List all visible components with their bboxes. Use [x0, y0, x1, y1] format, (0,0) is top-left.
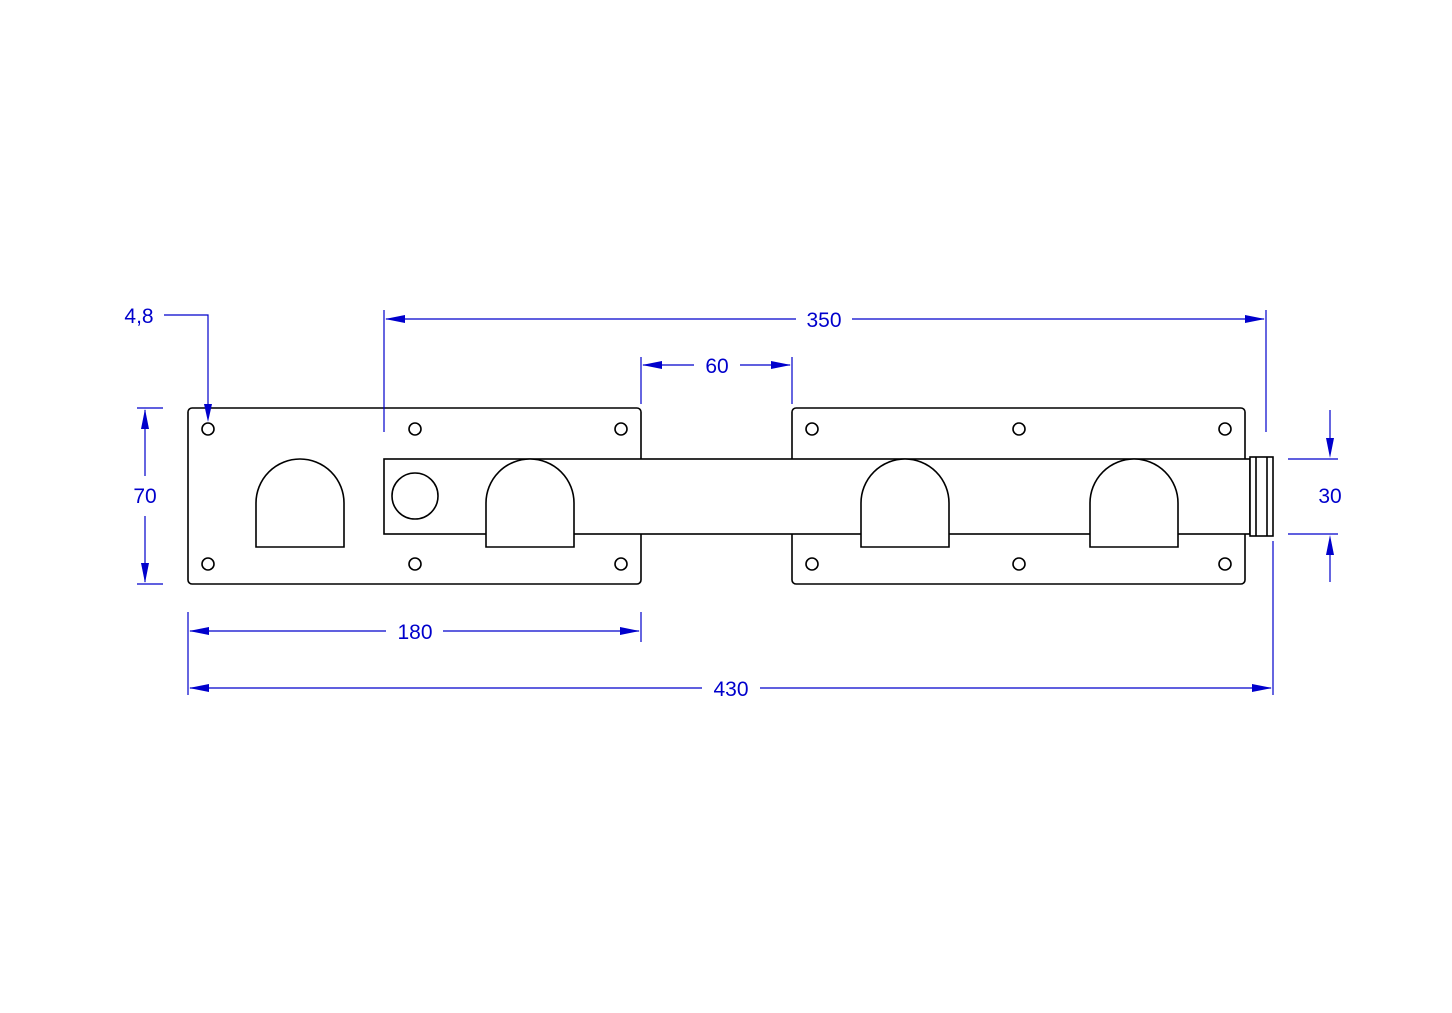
mounting-hole — [201, 557, 215, 571]
dim-span-350: 350 — [383, 309, 1267, 432]
mounting-hole — [805, 557, 819, 571]
mounting-hole — [614, 557, 628, 571]
mounting-hole — [408, 422, 422, 436]
arch-cutout — [1089, 458, 1179, 548]
mounting-hole — [1218, 422, 1232, 436]
dim-label-30: 30 — [1318, 485, 1341, 508]
bar-round-hole — [391, 472, 439, 520]
bar-end-cap — [1249, 456, 1274, 537]
mounting-hole — [805, 422, 819, 436]
dim-label-350: 350 — [806, 309, 841, 332]
dim-bar-30: 30 — [1288, 410, 1342, 582]
dimension-layer: 4,8 350 60 — [124, 305, 1341, 701]
hinge-part — [187, 407, 1274, 585]
dim-width-180: 180 — [187, 612, 642, 644]
dim-label-70: 70 — [133, 485, 156, 508]
arch-cutout — [485, 458, 575, 548]
mounting-hole — [1218, 557, 1232, 571]
dim-label-60: 60 — [705, 355, 728, 378]
mounting-hole — [614, 422, 628, 436]
dim-height-70: 70 — [133, 407, 163, 585]
dim-total-430: 430 — [187, 541, 1274, 701]
mounting-hole — [201, 422, 215, 436]
dim-label-hole-diameter: 4,8 — [124, 305, 153, 328]
mounting-hole — [408, 557, 422, 571]
dim-label-180: 180 — [397, 621, 432, 644]
arch-cutout — [860, 458, 950, 548]
dim-hole-diameter: 4,8 — [124, 305, 212, 422]
arch-cutout — [255, 458, 345, 548]
dim-label-430: 430 — [713, 678, 748, 701]
mounting-hole — [1012, 422, 1026, 436]
dim-gap-60: 60 — [640, 355, 793, 404]
mounting-hole — [1012, 557, 1026, 571]
